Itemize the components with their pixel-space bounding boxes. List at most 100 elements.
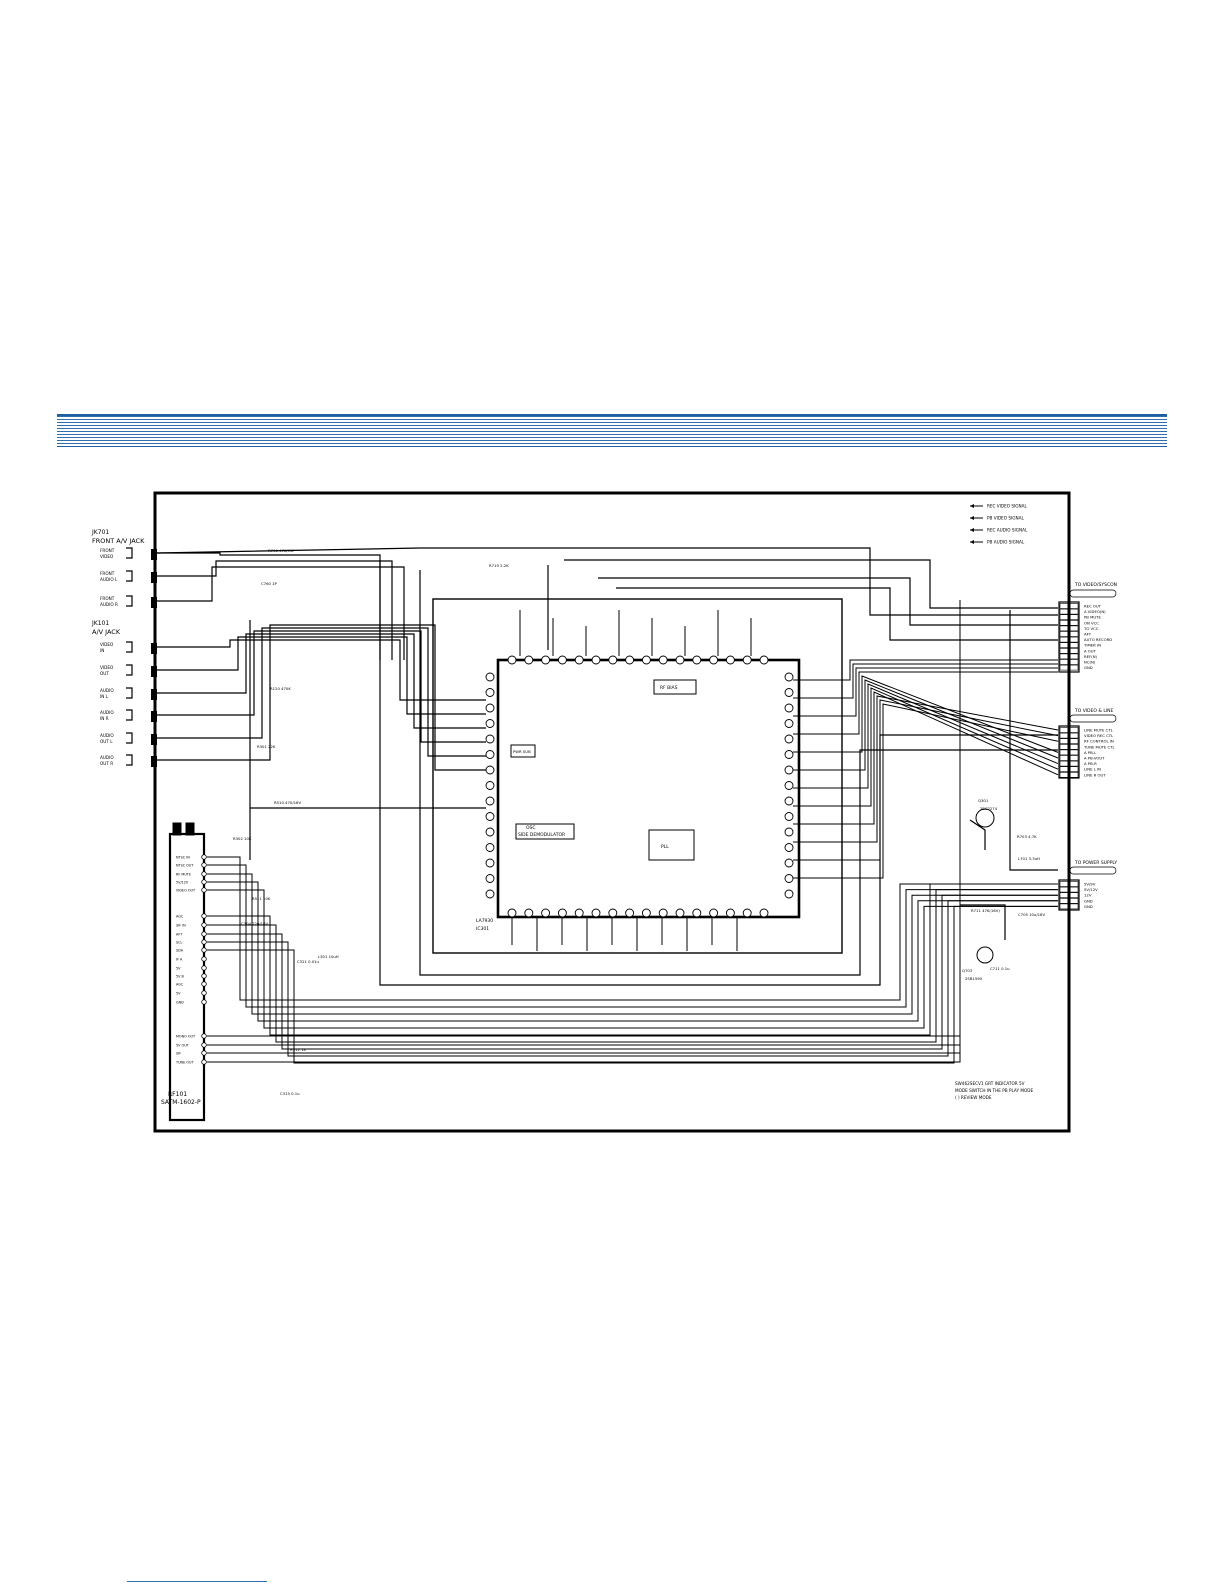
av-jack-pin-0-label-1: VIDEO: [100, 642, 114, 647]
tuner-wire-0: [207, 856, 1058, 1001]
connector-video-pin-box-3: [1059, 619, 1079, 626]
av-jack-wire-5: [157, 624, 486, 771]
front-jack-pin-0-symbol: [126, 547, 133, 559]
front-jack-pin-1-terminal: [151, 572, 157, 583]
wiring: [156, 547, 1059, 1064]
ic-pin-bottom-3: [557, 908, 567, 918]
schematic-border: [153, 491, 1071, 1133]
comp-r-left: R301 22K: [257, 744, 276, 749]
connector-video-pin-11: GND: [1084, 665, 1093, 670]
connector-audio-pin-1: VIDEO REC CTL: [1084, 733, 1114, 738]
tuner-wire-6: [207, 889, 1058, 1043]
ic-pin-right-0: [784, 672, 794, 682]
ic-pin-right-7: [784, 781, 794, 790]
ic-pin-top-2: [541, 655, 551, 665]
ic-right-wire-3: [793, 671, 1058, 735]
top-feed-2: [564, 559, 1058, 609]
ic-right-wire-7: [793, 687, 1059, 807]
tuner-pin-5: [201, 913, 207, 919]
tuner-pin-label-16: MONO OUT: [176, 1034, 196, 1038]
front-jack-pin-2-symbol: [126, 595, 133, 607]
connector-video-pin-8: A OUT: [1084, 648, 1097, 653]
connector-power-pin-2: 12V: [1084, 893, 1092, 898]
comp-c-right: C705 10u/16V: [1018, 912, 1045, 917]
av-jack-pin-0-symbol: [126, 641, 133, 653]
front-jack-pin-1-label-2: AUDIO L: [100, 577, 118, 582]
connector-power-pin-3: GND: [1084, 898, 1093, 903]
tuner-pin-2: [201, 871, 207, 877]
tuner-pin-12: [201, 973, 207, 979]
ic-pin-bottom-14: [742, 908, 752, 918]
connector-power-body: [1058, 879, 1080, 911]
connector-audio-pin-box-5: [1059, 755, 1079, 761]
comp-r-bottom: R711 47K(16V): [971, 908, 1000, 913]
tuner-wire-1: [207, 864, 1058, 1008]
tuner-low-wire-18: [207, 650, 961, 1054]
connector-video-pin-5: AFT: [1084, 632, 1092, 637]
comp-c-tuner: C304 22u/16V: [241, 921, 268, 926]
comp-r-main: R510 470/16V: [274, 800, 301, 805]
tuner-pin-label-4: VIDEO OUT: [176, 888, 196, 892]
av-jack-pin-4-terminal: [151, 734, 157, 745]
av-jack-wire-3: [157, 630, 486, 743]
connector-audio-pin-box-6: [1059, 760, 1079, 767]
front-jack-pin-2-label-2: AUDIO R: [100, 602, 118, 607]
ic-pin-bottom-4: [574, 908, 584, 918]
tuner-pin-label-3: 5V/12V: [176, 880, 189, 884]
right-supply-wire: [1009, 610, 1058, 871]
ic-pin-left-10: [485, 827, 495, 837]
legend-arrow-0: [970, 504, 974, 508]
ic-pin-left-11: [485, 843, 495, 852]
bottom-right-wire: [960, 904, 1006, 940]
connector-video-tag: [1069, 589, 1117, 598]
connector-audio-pin-0: LINE MUTE CTL: [1084, 728, 1114, 733]
av-jack-pin-1-terminal: [151, 666, 157, 677]
av-jack-pin-3-terminal: [151, 711, 157, 722]
ic-pin-right-8: [784, 796, 794, 806]
front-jack-ref: JK701: [91, 529, 109, 536]
ic-pin-top-0: [507, 655, 517, 665]
connector-video-pin-4: TO VCC: [1083, 626, 1099, 631]
connector-video-pin-box-11: [1059, 664, 1079, 671]
ic-pin-bottom-5: [591, 908, 601, 918]
connector-video-pin-9: REF(N): [1084, 654, 1098, 659]
comp-r-bias: R120 470K: [270, 686, 291, 691]
ic-pin-bottom-9: [658, 908, 668, 918]
comp-c-tuner2: C321 0.01u: [297, 959, 320, 964]
top-feed-3: [598, 577, 1058, 626]
comp-q-right-part: 2SC2274: [980, 806, 998, 811]
av-jack-pin-4-label-2: OUT L: [100, 739, 113, 744]
ic-pin-left-5: [485, 750, 495, 759]
schematic-labels: JK701 FRONT A/V JACK JK101 A/V JACK TO V…: [91, 529, 1117, 1106]
tuner-pin-label-7: AFT: [176, 932, 183, 936]
tuner-pin-label-1: NTSC OUT: [176, 863, 194, 867]
connector-video-pin-2: PB MUTE: [1084, 615, 1101, 620]
comp-r-ant: R312 1K: [290, 1047, 307, 1052]
connector-power-tag: [1069, 866, 1117, 875]
ic-pin-right-11: [784, 843, 794, 852]
ic-pin-left-1: [485, 688, 495, 697]
tuner-wire-4: [207, 889, 1058, 1029]
ic-right-wire-6: [793, 683, 1059, 789]
ic-main-body: [496, 658, 801, 919]
tuner-pin-17: [201, 1042, 207, 1048]
ic-pin-right-1: [784, 688, 794, 697]
av-jack-pin-2-symbol: [126, 687, 133, 699]
av-jack-ref: JK101: [91, 620, 109, 627]
ic-block-osc-label: OSC: [526, 825, 536, 831]
comp-r-pll: R302 10K: [233, 836, 252, 841]
transistor-q-bottom: [976, 946, 994, 964]
tuner-pin-label-19: TUNE OUT: [175, 1060, 194, 1064]
ic-block-rf-bias-box: [653, 679, 697, 695]
av-jack-pin-3-label-2: IN R: [100, 716, 109, 721]
tuner-pin-7: [201, 931, 207, 937]
connector-audio-body: [1058, 725, 1080, 779]
tuner-low-wire-16: [207, 600, 961, 1037]
ic-pin-bottom-10: [675, 908, 685, 918]
av-jack-pin-1-symbol: [126, 664, 133, 676]
av-jack-pin-2-terminal: [151, 689, 157, 700]
connector-audio-pin-5: A PB-VOUT: [1084, 756, 1105, 761]
av-jack-wire-2: [157, 633, 486, 729]
ic-pin-right-6: [784, 765, 794, 775]
